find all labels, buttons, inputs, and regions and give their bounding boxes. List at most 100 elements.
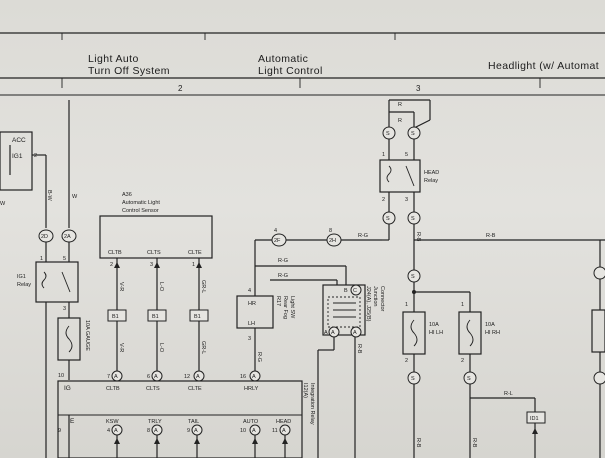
c2h-label: 2H — [329, 238, 336, 244]
pin-9b: 9 — [187, 428, 190, 434]
header-light-auto-1: Light Auto — [88, 53, 139, 65]
wire-r2: R — [398, 118, 402, 124]
wire-rg4: R-G — [256, 352, 262, 362]
a-label: A — [331, 330, 335, 336]
light-sensor-box — [99, 215, 213, 259]
ig1-relay-1: IG1 — [17, 274, 26, 280]
pin-7: 7 — [107, 374, 110, 380]
a-label: A — [252, 374, 256, 380]
trly-terminal: TRLY — [148, 419, 162, 425]
w-label: W — [0, 201, 6, 207]
fuse-pin-1a: 1 — [405, 302, 408, 308]
a-label: A — [114, 374, 118, 380]
a-label: A — [154, 374, 158, 380]
ig-terminal: IG — [64, 385, 71, 392]
relay-coil-icon — [41, 271, 47, 289]
pin-3c: 3 — [248, 336, 251, 342]
junction-connector-box — [322, 284, 366, 336]
wire-rb2: R-B — [415, 232, 421, 242]
sensor-label-1: A36 — [122, 192, 132, 198]
arrow-icon — [114, 262, 120, 268]
jct-label-2: Junction — [372, 286, 378, 307]
head-terminal: HEAD — [276, 419, 291, 425]
s-label: S — [386, 216, 390, 222]
pin-3h: 3 — [405, 197, 408, 203]
pin-16: 16 — [240, 374, 246, 380]
integration-relay-box — [57, 380, 303, 458]
pin-12: 12 — [184, 374, 190, 380]
sensor-pin-3: 3 — [150, 262, 153, 268]
a-label: A — [196, 374, 200, 380]
s-label: S — [411, 376, 415, 382]
r17-label-1: R17 — [275, 296, 281, 306]
header-auto-light-1: Automatic — [258, 53, 308, 65]
int-relay-2: Integration Relay — [309, 383, 315, 425]
ignition-switch-box — [0, 131, 33, 191]
jct-label-1: J24(A), J25(B) — [365, 286, 371, 322]
pin-9: 9 — [58, 428, 61, 434]
fuse-rh-label-2: HI RH — [485, 330, 500, 336]
w2-label: W — [72, 194, 78, 200]
acc-label: ACC — [12, 137, 26, 144]
relay-pin-3: 3 — [63, 306, 66, 312]
relay-pin-1: 1 — [40, 256, 43, 262]
wire-r1: R — [398, 102, 402, 108]
wire-lo: L-O — [158, 282, 164, 292]
jct-label-3: Connector — [379, 286, 385, 312]
fuse-pin-2b: 2 — [461, 358, 464, 364]
a-label: A — [282, 428, 286, 434]
arrow-icon — [154, 262, 160, 268]
b-label: B — [344, 288, 348, 294]
header-light-auto-2: Turn Off System — [88, 65, 170, 77]
id1-label: ID1 — [530, 416, 539, 422]
head-relay-label-2: Relay — [424, 178, 438, 184]
head-relay-label-1: HEAD — [424, 170, 439, 176]
conn-2a-label: 2A — [64, 234, 71, 240]
a-label: A — [114, 428, 118, 434]
fuse-lh-label-2: HI LH — [429, 330, 443, 336]
r17-label-3: Light SW — [289, 296, 295, 319]
ksw-terminal: KSW — [106, 419, 119, 425]
arrow-icon — [196, 262, 202, 268]
b1b-label: B1 — [152, 314, 159, 320]
ig1-relay-2: Relay — [17, 282, 31, 288]
a-label: A — [353, 330, 357, 336]
e-terminal: E — [70, 418, 75, 425]
pin-1h: 1 — [382, 152, 385, 158]
right-fuse-partial — [591, 309, 605, 353]
pin-8: 8 — [147, 428, 150, 434]
wire-rb3: R-B — [486, 233, 496, 239]
a-label: A — [324, 330, 328, 336]
pin-5h: 5 — [405, 152, 408, 158]
relay-hrly: HRLY — [244, 386, 259, 392]
auto-terminal: AUTO — [243, 419, 259, 425]
connector-id1 — [526, 411, 546, 424]
a-label: A — [154, 428, 158, 434]
a-label: A — [194, 428, 198, 434]
pin-11: 11 — [272, 428, 278, 434]
pin-6: 6 — [147, 374, 150, 380]
s-label: S — [467, 376, 471, 382]
conn-2d-label: 2D — [41, 234, 48, 240]
fuse-pin-1b: 1 — [461, 302, 464, 308]
sensor-clte: CLTE — [188, 250, 202, 256]
sensor-pin-2: 2 — [110, 262, 113, 268]
fuse-lh-label-1: 10A — [429, 322, 439, 328]
lh-label: LH — [248, 321, 255, 327]
head-relay-box — [379, 159, 421, 193]
wire-rl: R-L — [504, 391, 513, 397]
relay-pin-5: 5 — [63, 256, 66, 262]
relay-clts: CLTS — [146, 386, 160, 392]
wire-grl2: GR-L — [200, 341, 206, 354]
header-auto-light-2: Light Control — [258, 65, 323, 77]
s-label: S — [411, 216, 415, 222]
s-label: S — [386, 131, 390, 137]
header-headlight: Headlight (w/ Automat — [488, 60, 599, 72]
junction-pin-a2 — [350, 326, 362, 338]
fuse-icon — [65, 325, 73, 353]
wire-rg1: R-G — [358, 233, 368, 239]
wire-vr2: V-R — [118, 343, 124, 352]
pin-4c: 4 — [248, 288, 251, 294]
